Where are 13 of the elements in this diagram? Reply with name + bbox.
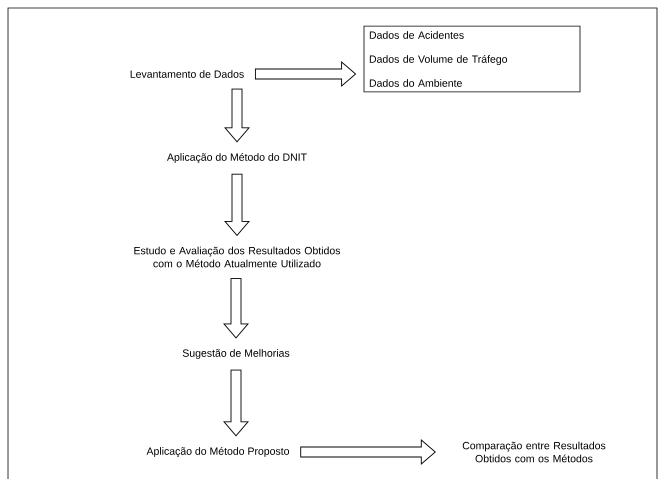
list-box: Dados de Acidentes Dados de Volume de Tráfego Dados do Ambiente [364, 26, 580, 92]
block-arrow [223, 370, 249, 436]
step-text: Aplicação do Método Proposto [146, 447, 290, 457]
step-text: Levantamento de Dados [130, 70, 244, 78]
block-arrow [224, 88, 250, 143]
block-arrow [300, 439, 436, 465]
step-text: Comparação entre Resultados Obtidos com os Métodos [462, 442, 606, 462]
block-arrow [254, 61, 356, 87]
block-arrow [224, 174, 250, 236]
step-text: Aplicação do Método do DNIT [166, 153, 307, 163]
block-arrow [223, 278, 249, 339]
step-text: Estudo e Avaliação dos Resultados Obtidos com o Método Atualmente Utilizado [134, 246, 340, 268]
step-text: Sugestão de Melhorias [182, 349, 290, 359]
